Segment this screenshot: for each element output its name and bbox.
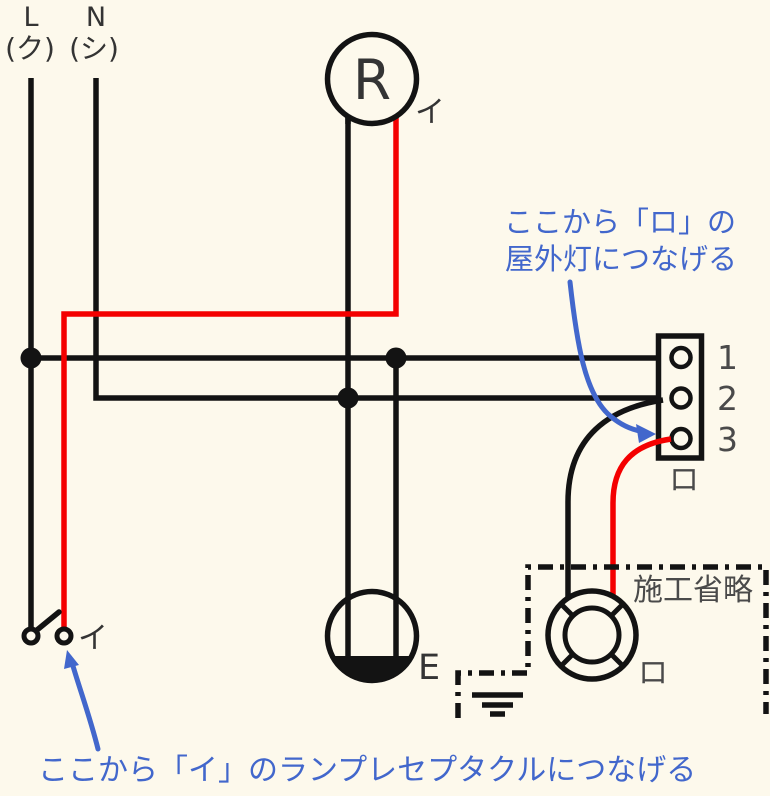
- switched-live-wire-red: [61, 116, 399, 629]
- junction-dot-l-branch: [20, 347, 42, 369]
- switch-circuit-label: イ: [78, 621, 108, 656]
- terminal3-note-arrow: [567, 279, 656, 443]
- source-l-label: L: [23, 2, 38, 33]
- source-l-wire-name: (ク): [5, 32, 55, 65]
- terminal3-to-light-red-curve: [610, 436, 672, 596]
- omission-box-label: 施工省略: [633, 573, 753, 608]
- source-n-label: N: [86, 2, 106, 33]
- switch-lever: [34, 609, 62, 633]
- junction-dot-neutral: [337, 387, 359, 409]
- switch-note-arrow: [64, 650, 101, 752]
- terminal-2-label: 2: [717, 379, 738, 418]
- switch-contact-right: [54, 626, 74, 646]
- lamp-r-circuit-label: イ: [415, 95, 445, 130]
- terminal2-to-light-black-curve: [565, 397, 664, 598]
- omission-box-outline: [455, 564, 769, 718]
- terminal-1-hole: [669, 345, 693, 370]
- terminal-3-label: 3: [717, 420, 738, 459]
- outdoor-light-symbol: [545, 588, 639, 682]
- terminal3-note-line1: ここから「ロ」の: [504, 205, 736, 239]
- terminal-1-label: 1: [717, 338, 738, 377]
- outdoor-light-circuit-label: ロ: [638, 656, 668, 691]
- switch-contact-left: [21, 626, 41, 646]
- ground-symbol: [472, 692, 523, 717]
- terminal-3-hole: [669, 426, 693, 451]
- junction-dot-outlet-live: [385, 347, 407, 369]
- outlet-earth-label: E: [418, 648, 440, 688]
- switch-note-text: ここから「イ」のランプレセプタクルにつなげる: [38, 753, 696, 788]
- terminal3-note-line2: 屋外灯につなげる: [505, 242, 737, 276]
- lamp-r-symbol: [324, 31, 420, 127]
- terminal-block-circuit-label: ロ: [669, 463, 699, 498]
- n-wire-to-terminal2: [93, 78, 672, 401]
- lamp-r-letter: R: [353, 48, 391, 112]
- outlet-filled-segment: [331, 656, 413, 683]
- source-n-wire-name: (シ): [69, 32, 119, 65]
- terminal-2-hole: [669, 386, 693, 410]
